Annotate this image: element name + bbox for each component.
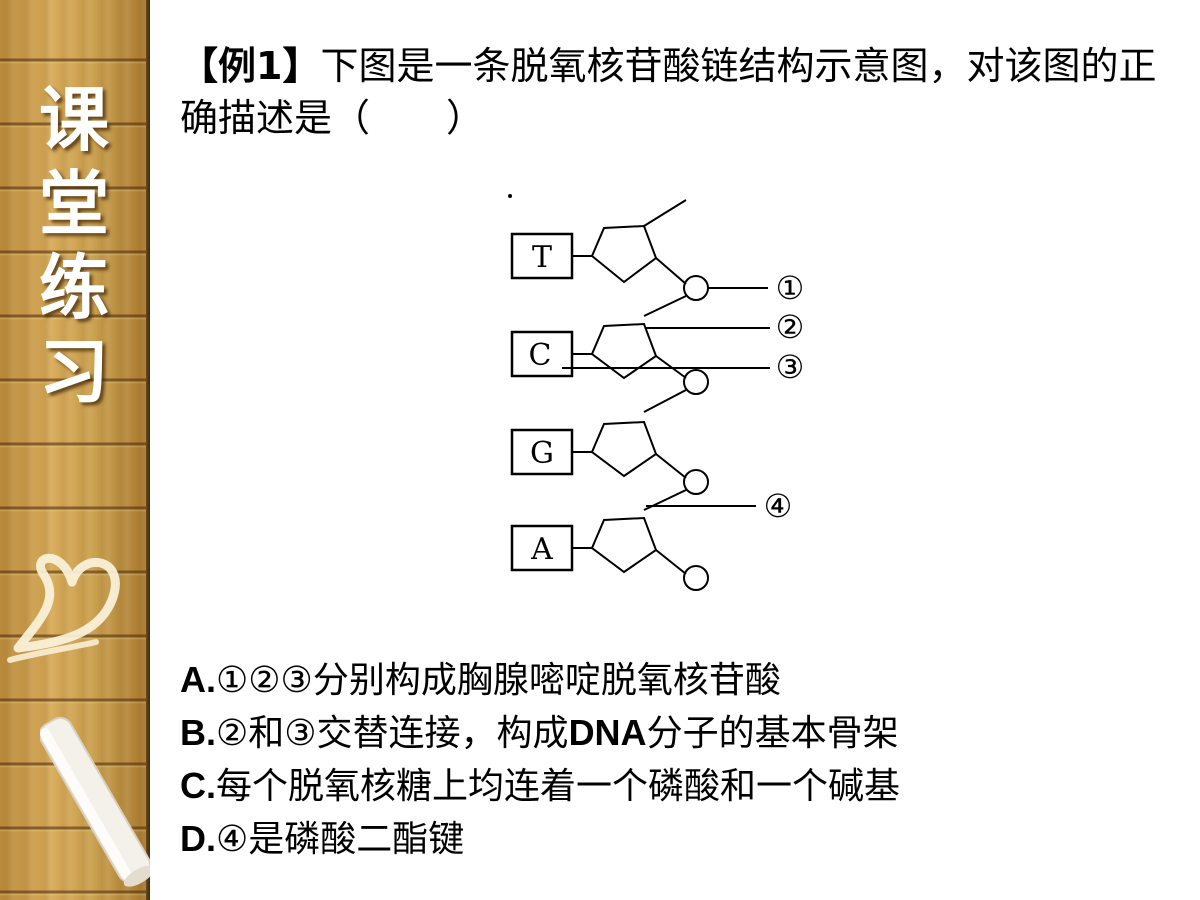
marker-label: ② bbox=[776, 308, 805, 346]
sidebar-title-char: 堂 bbox=[39, 163, 109, 245]
phosphate-circle bbox=[683, 469, 709, 495]
base-label: C bbox=[529, 338, 552, 373]
sugar-top-bond bbox=[643, 199, 687, 227]
sidebar-edge bbox=[146, 0, 150, 900]
deoxyribose-pentagon bbox=[590, 224, 658, 284]
option-text: 分子的基本骨架 bbox=[646, 713, 899, 754]
marker-label: ③ bbox=[776, 348, 805, 386]
marker-label: ④ bbox=[764, 487, 793, 525]
deoxynucleotide-chain-diagram: T C G A ① ② ③ ④ bbox=[508, 194, 805, 591]
phosphate-circle bbox=[683, 565, 709, 591]
sugar-to-phosphate-bond bbox=[655, 257, 687, 285]
sugar-to-phosphate-bond bbox=[655, 549, 687, 575]
question-tag: 【例1】 bbox=[180, 44, 321, 88]
option-text: 每个脱氧核糖上均连着一个磷酸和一个碱基 bbox=[216, 766, 901, 807]
sugar-to-phosphate-bond bbox=[655, 453, 687, 479]
deoxyribose-pentagon bbox=[590, 322, 658, 380]
option-text: ②和③交替连接，构成 bbox=[216, 713, 569, 754]
option-letter: D. bbox=[180, 818, 216, 859]
phosphate-circle bbox=[683, 275, 709, 301]
option-text-bold: DNA bbox=[568, 712, 647, 753]
base-label: G bbox=[530, 436, 554, 471]
option-letter: C. bbox=[180, 765, 216, 806]
sidebar-title: 课 堂 练 习 bbox=[0, 78, 148, 414]
sidebar-title-char: 课 bbox=[39, 79, 109, 161]
deoxyribose-pentagon bbox=[590, 420, 658, 478]
option-text: ④是磷酸二酯键 bbox=[216, 819, 465, 860]
stray-dot bbox=[508, 194, 512, 198]
answer-options: A.①②③分别构成胸腺嘧啶脱氧核苷酸 B.②和③交替连接，构成DNA分子的基本骨… bbox=[180, 654, 1190, 866]
chalk-stick-icon bbox=[40, 716, 150, 887]
question-text: 【例1】下图是一条脱氧核苷酸链结构示意图，对该图的正确描述是（ ） bbox=[180, 40, 1190, 144]
option-a: A.①②③分别构成胸腺嘧啶脱氧核苷酸 bbox=[180, 654, 1190, 707]
option-letter: B. bbox=[180, 712, 216, 753]
phosphate-to-sugar-bond bbox=[643, 389, 687, 413]
sidebar-title-char: 习 bbox=[39, 331, 109, 413]
base-label: T bbox=[532, 240, 552, 275]
deoxyribose-pentagon bbox=[590, 516, 658, 574]
marker-label: ① bbox=[776, 269, 805, 307]
option-c: C.每个脱氧核糖上均连着一个磷酸和一个碱基 bbox=[180, 760, 1190, 813]
phosphate-to-sugar-bond bbox=[643, 295, 687, 317]
base-label: A bbox=[530, 532, 553, 567]
option-text: ①②③分别构成胸腺嘧啶脱氧核苷酸 bbox=[216, 660, 781, 701]
option-b: B.②和③交替连接，构成DNA分子的基本骨架 bbox=[180, 707, 1190, 760]
phosphate-circle bbox=[683, 369, 709, 395]
chalk-heart-icon bbox=[7, 553, 120, 663]
option-d: D.④是磷酸二酯键 bbox=[180, 813, 1190, 866]
option-letter: A. bbox=[180, 659, 216, 700]
question-body: 下图是一条脱氧核苷酸链结构示意图，对该图的正确描述是（ ） bbox=[180, 44, 1157, 140]
sidebar-title-char: 练 bbox=[39, 247, 109, 329]
